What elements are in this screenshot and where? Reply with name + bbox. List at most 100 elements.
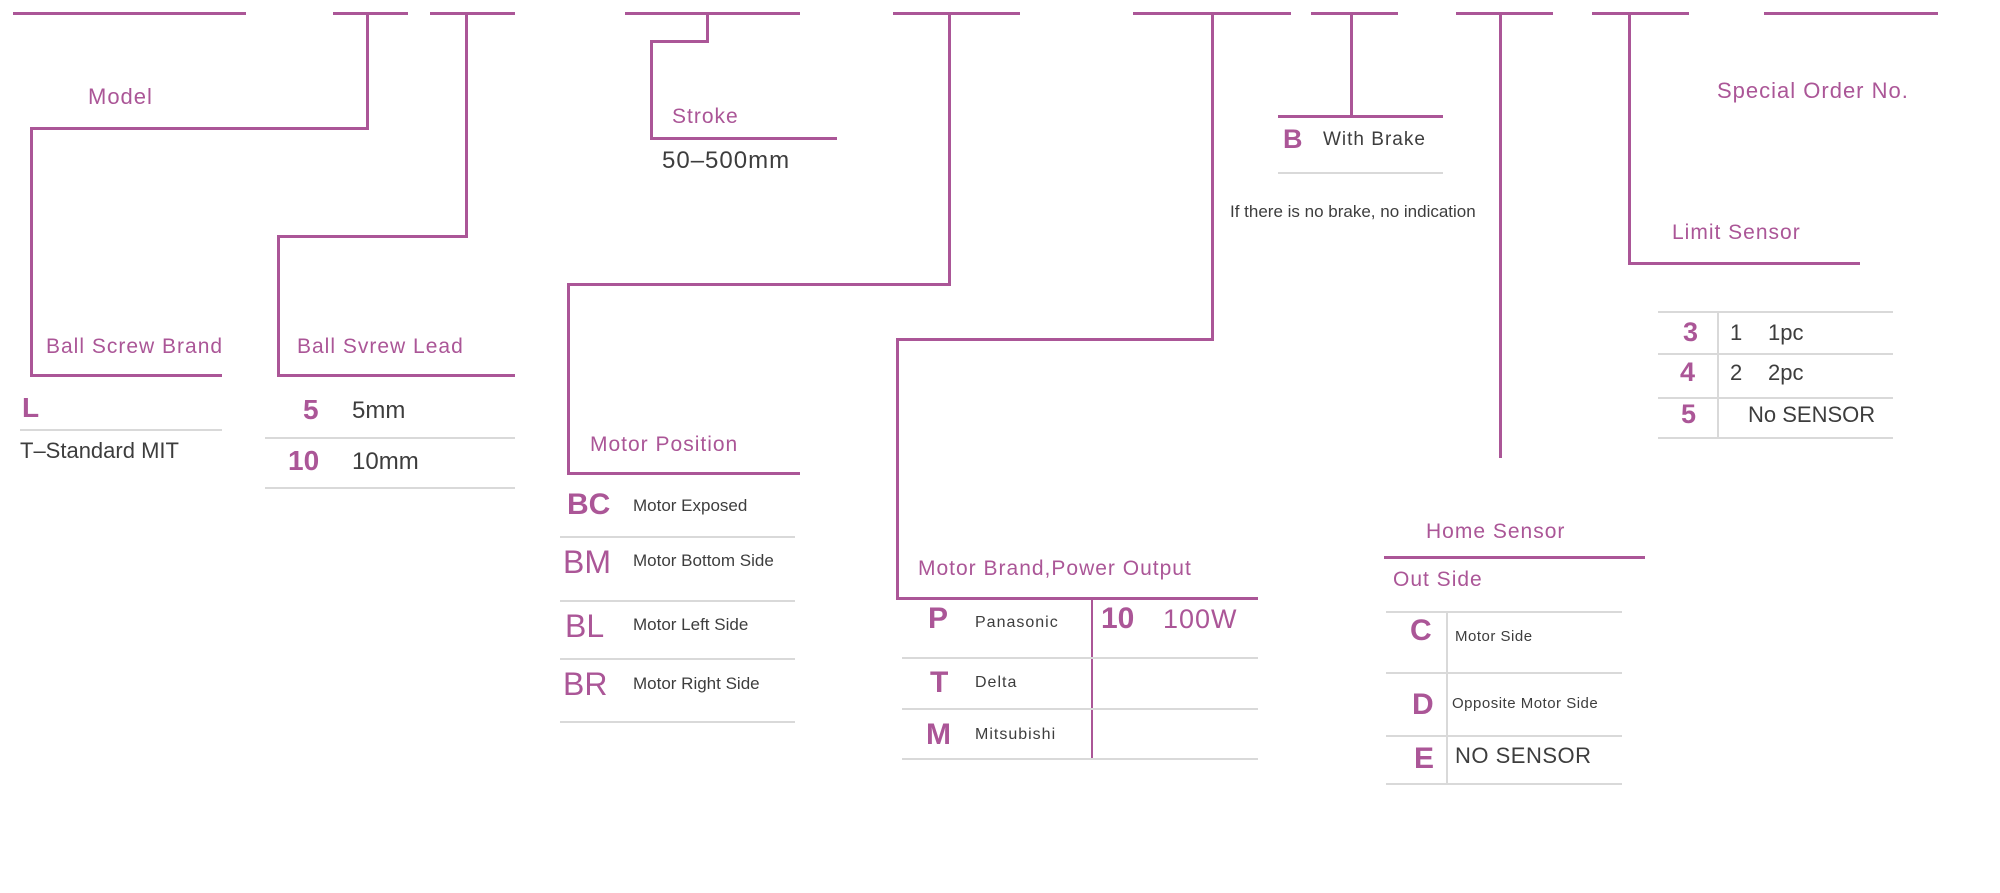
motor-brand-code: T (930, 666, 949, 699)
ball-screw-brand-code: L (22, 392, 40, 423)
limit-sensor-value: 2pc (1768, 360, 1804, 385)
motor-brand-value: Delta (975, 674, 1018, 691)
motor-position-code: BM (563, 544, 611, 580)
lead-option-value: 5mm (352, 397, 406, 424)
row-separator (1386, 735, 1622, 737)
lead-option-code: 10 (288, 445, 320, 476)
connector-line (30, 127, 33, 377)
motor-brand-value: Mitsubishi (975, 726, 1057, 743)
power-output-code: 10 (1101, 602, 1135, 635)
brake-note: If there is no brake, no indication (1230, 202, 1476, 221)
connector-line (650, 40, 709, 43)
motor-position-value: Motor Left Side (633, 615, 749, 634)
special-order-label: Special Order No. (1717, 78, 1909, 103)
power-output-value: 100W (1163, 604, 1238, 634)
limit-sensor-qty: 2 (1730, 360, 1743, 385)
title-underline (30, 374, 222, 377)
title-underline (277, 374, 515, 377)
motor-position-value: Motor Right Side (633, 674, 760, 693)
title-underline (1384, 556, 1645, 559)
column-divider (1091, 597, 1093, 760)
stroke-range: 50–500mm (662, 147, 791, 174)
code-slot-segment (430, 12, 515, 15)
row-separator (1658, 311, 1893, 313)
row-separator (902, 708, 1258, 710)
connector-line (366, 12, 369, 130)
connector-line (277, 235, 280, 377)
row-separator (560, 536, 795, 538)
motor-brand-code: P (928, 602, 949, 635)
connector-line (948, 12, 951, 286)
row-separator (1386, 672, 1622, 674)
model-label: Model (88, 84, 153, 109)
home-sensor-subtitle: Out Side (1393, 568, 1483, 591)
row-separator (902, 657, 1258, 659)
lead-option-code: 5 (303, 394, 319, 425)
connector-line (277, 235, 468, 238)
home-sensor-title: Home Sensor (1426, 520, 1566, 543)
row-separator (560, 721, 795, 723)
motor-position-code: BL (565, 608, 605, 644)
title-underline (650, 137, 837, 140)
limit-sensor-code: 3 (1683, 317, 1699, 347)
code-slot-segment (1764, 12, 1938, 15)
row-separator (1386, 783, 1622, 785)
connector-line (465, 12, 468, 238)
row-separator (1658, 397, 1893, 399)
row-separator (1658, 353, 1893, 355)
connector-line (1499, 12, 1502, 458)
limit-sensor-title: Limit Sensor (1672, 221, 1801, 244)
connector-line (650, 40, 653, 140)
stroke-title: Stroke (672, 105, 739, 128)
connector-line (1628, 12, 1631, 265)
code-slot-segment (893, 12, 1020, 15)
motor-position-value: Motor Bottom Side (633, 551, 774, 570)
title-underline (1278, 115, 1443, 118)
row-separator (1658, 437, 1893, 439)
title-underline (567, 472, 800, 475)
ball-screw-lead-title: Ball Svrew Lead (297, 335, 464, 358)
home-sensor-code: D (1412, 688, 1434, 721)
motor-position-code: BC (567, 488, 611, 521)
limit-sensor-value: 1pc (1768, 320, 1804, 345)
row-separator (560, 658, 795, 660)
row-separator (265, 487, 515, 489)
connector-line (706, 12, 709, 43)
limit-sensor-code: 4 (1680, 357, 1696, 387)
connector-line (1350, 12, 1353, 118)
row-separator (902, 758, 1258, 760)
motor-position-title: Motor Position (590, 433, 739, 456)
connector-line (567, 283, 570, 475)
motor-position-code: BR (563, 666, 608, 702)
motor-position-value: Motor Exposed (633, 496, 748, 515)
row-separator (1278, 172, 1443, 174)
row-separator (265, 437, 515, 439)
connector-line (567, 283, 951, 286)
code-slot-segment (333, 12, 408, 15)
motor-brand-title: Motor Brand,Power Output (918, 557, 1192, 580)
home-sensor-value: Opposite Motor Side (1452, 695, 1599, 712)
row-separator (560, 600, 795, 602)
ball-screw-brand-title: Ball Screw Brand (46, 335, 224, 358)
lead-option-value: 10mm (352, 448, 419, 475)
limit-sensor-code: 5 (1681, 399, 1697, 429)
code-slot-segment (1592, 12, 1689, 15)
home-sensor-value: Motor Side (1455, 628, 1533, 645)
ball-screw-brand-description: T–Standard MIT (20, 438, 179, 463)
code-slot-segment (625, 12, 800, 15)
code-slot-segment (1311, 12, 1398, 15)
row-separator (1386, 611, 1622, 613)
limit-sensor-qty: 1 (1730, 320, 1743, 345)
connector-line (1211, 12, 1214, 341)
home-sensor-value: NO SENSOR (1455, 743, 1592, 768)
limit-sensor-value: No SENSOR (1748, 402, 1876, 427)
brake-label: With Brake (1323, 129, 1426, 150)
connector-line (30, 127, 369, 130)
motor-brand-value: Panasonic (975, 614, 1059, 631)
row-separator (20, 429, 222, 431)
connector-line (896, 338, 899, 600)
home-sensor-code: C (1410, 614, 1432, 647)
motor-brand-code: M (926, 718, 951, 751)
title-underline (896, 597, 1258, 600)
